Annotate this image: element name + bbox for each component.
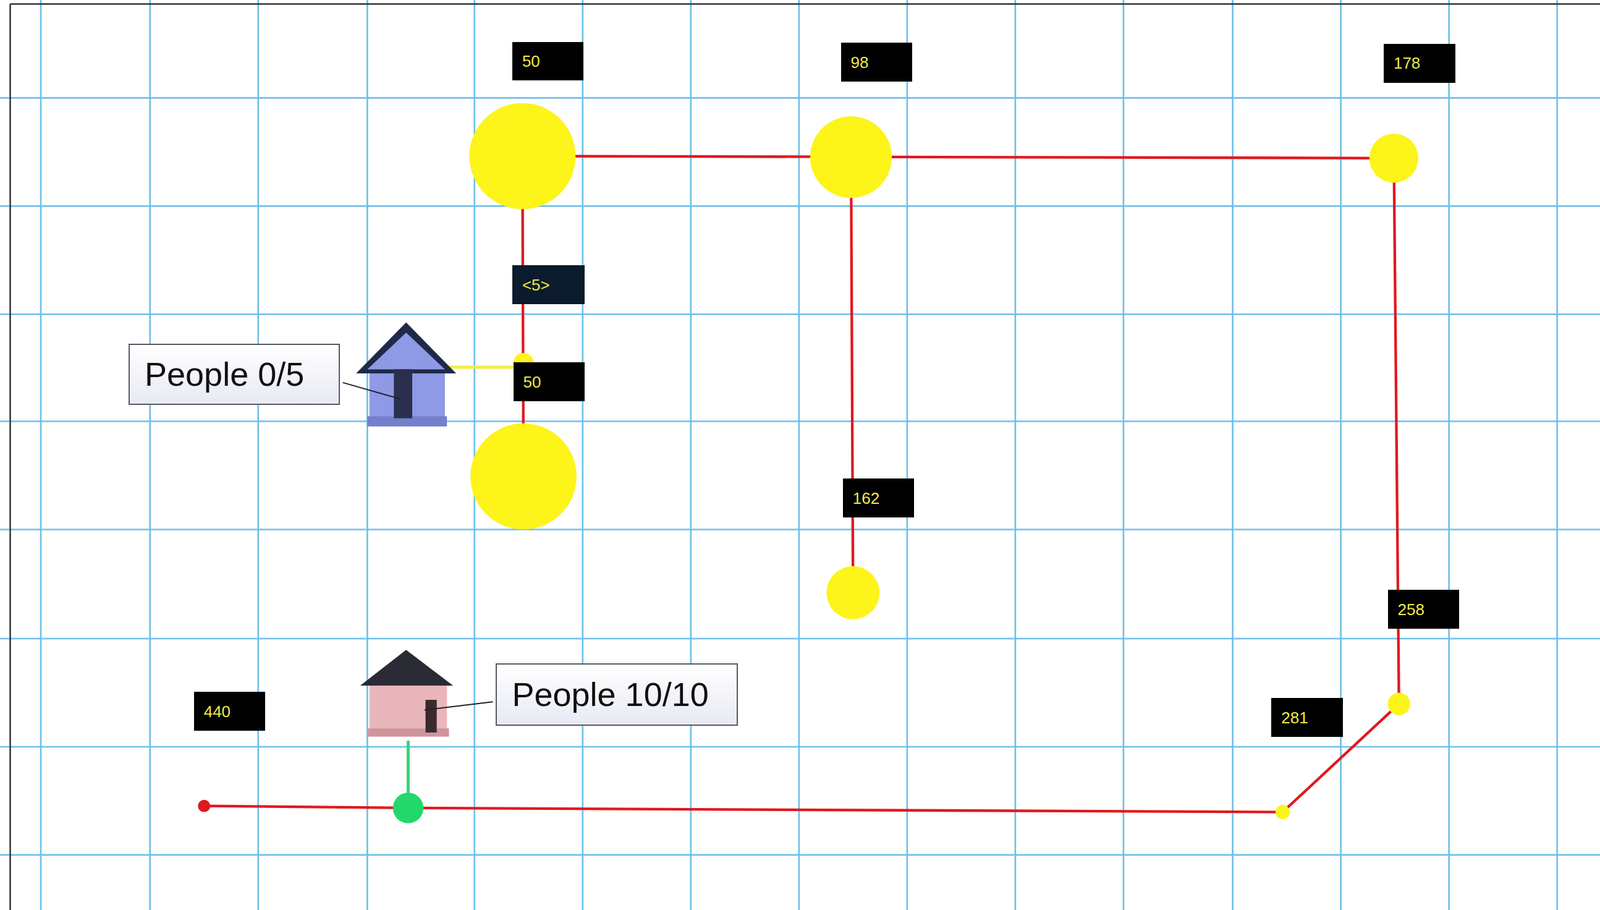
green-stop (393, 792, 424, 824)
value-text: 50 (523, 373, 542, 390)
value-tag: 98 (841, 42, 913, 82)
leader-lines (342, 382, 494, 711)
value-text: 281 (1281, 709, 1308, 726)
callout-text: People 10/10 (511, 676, 709, 713)
value-tag: 258 (1388, 589, 1460, 629)
value-tag: 178 (1383, 43, 1456, 83)
callout-box: People 10/10 (495, 663, 738, 726)
value-tag: 281 (1271, 697, 1343, 737)
value-text: 440 (203, 703, 231, 720)
value-tag: 50 (512, 42, 585, 81)
value-tag: 162 (842, 478, 915, 518)
value-text: 162 (852, 490, 880, 507)
pink-house (360, 649, 453, 737)
value-text: 258 (1397, 601, 1425, 618)
value-tag: 50 (513, 362, 586, 402)
value-tag: 440 (194, 691, 266, 731)
value-tag: <5> (512, 265, 585, 305)
value-text: 50 (522, 53, 541, 70)
stations (469, 103, 1419, 819)
frame (10, 4, 1600, 910)
routes (203, 155, 1399, 812)
value-text: 178 (1393, 55, 1421, 72)
callout-text: People 0/5 (144, 355, 305, 393)
callout-box: People 0/5 (128, 343, 340, 405)
value-text: 98 (850, 54, 869, 71)
value-text: <5> (522, 276, 551, 293)
red-end (197, 799, 211, 813)
house-link (449, 365, 525, 369)
blue-house (355, 321, 457, 426)
